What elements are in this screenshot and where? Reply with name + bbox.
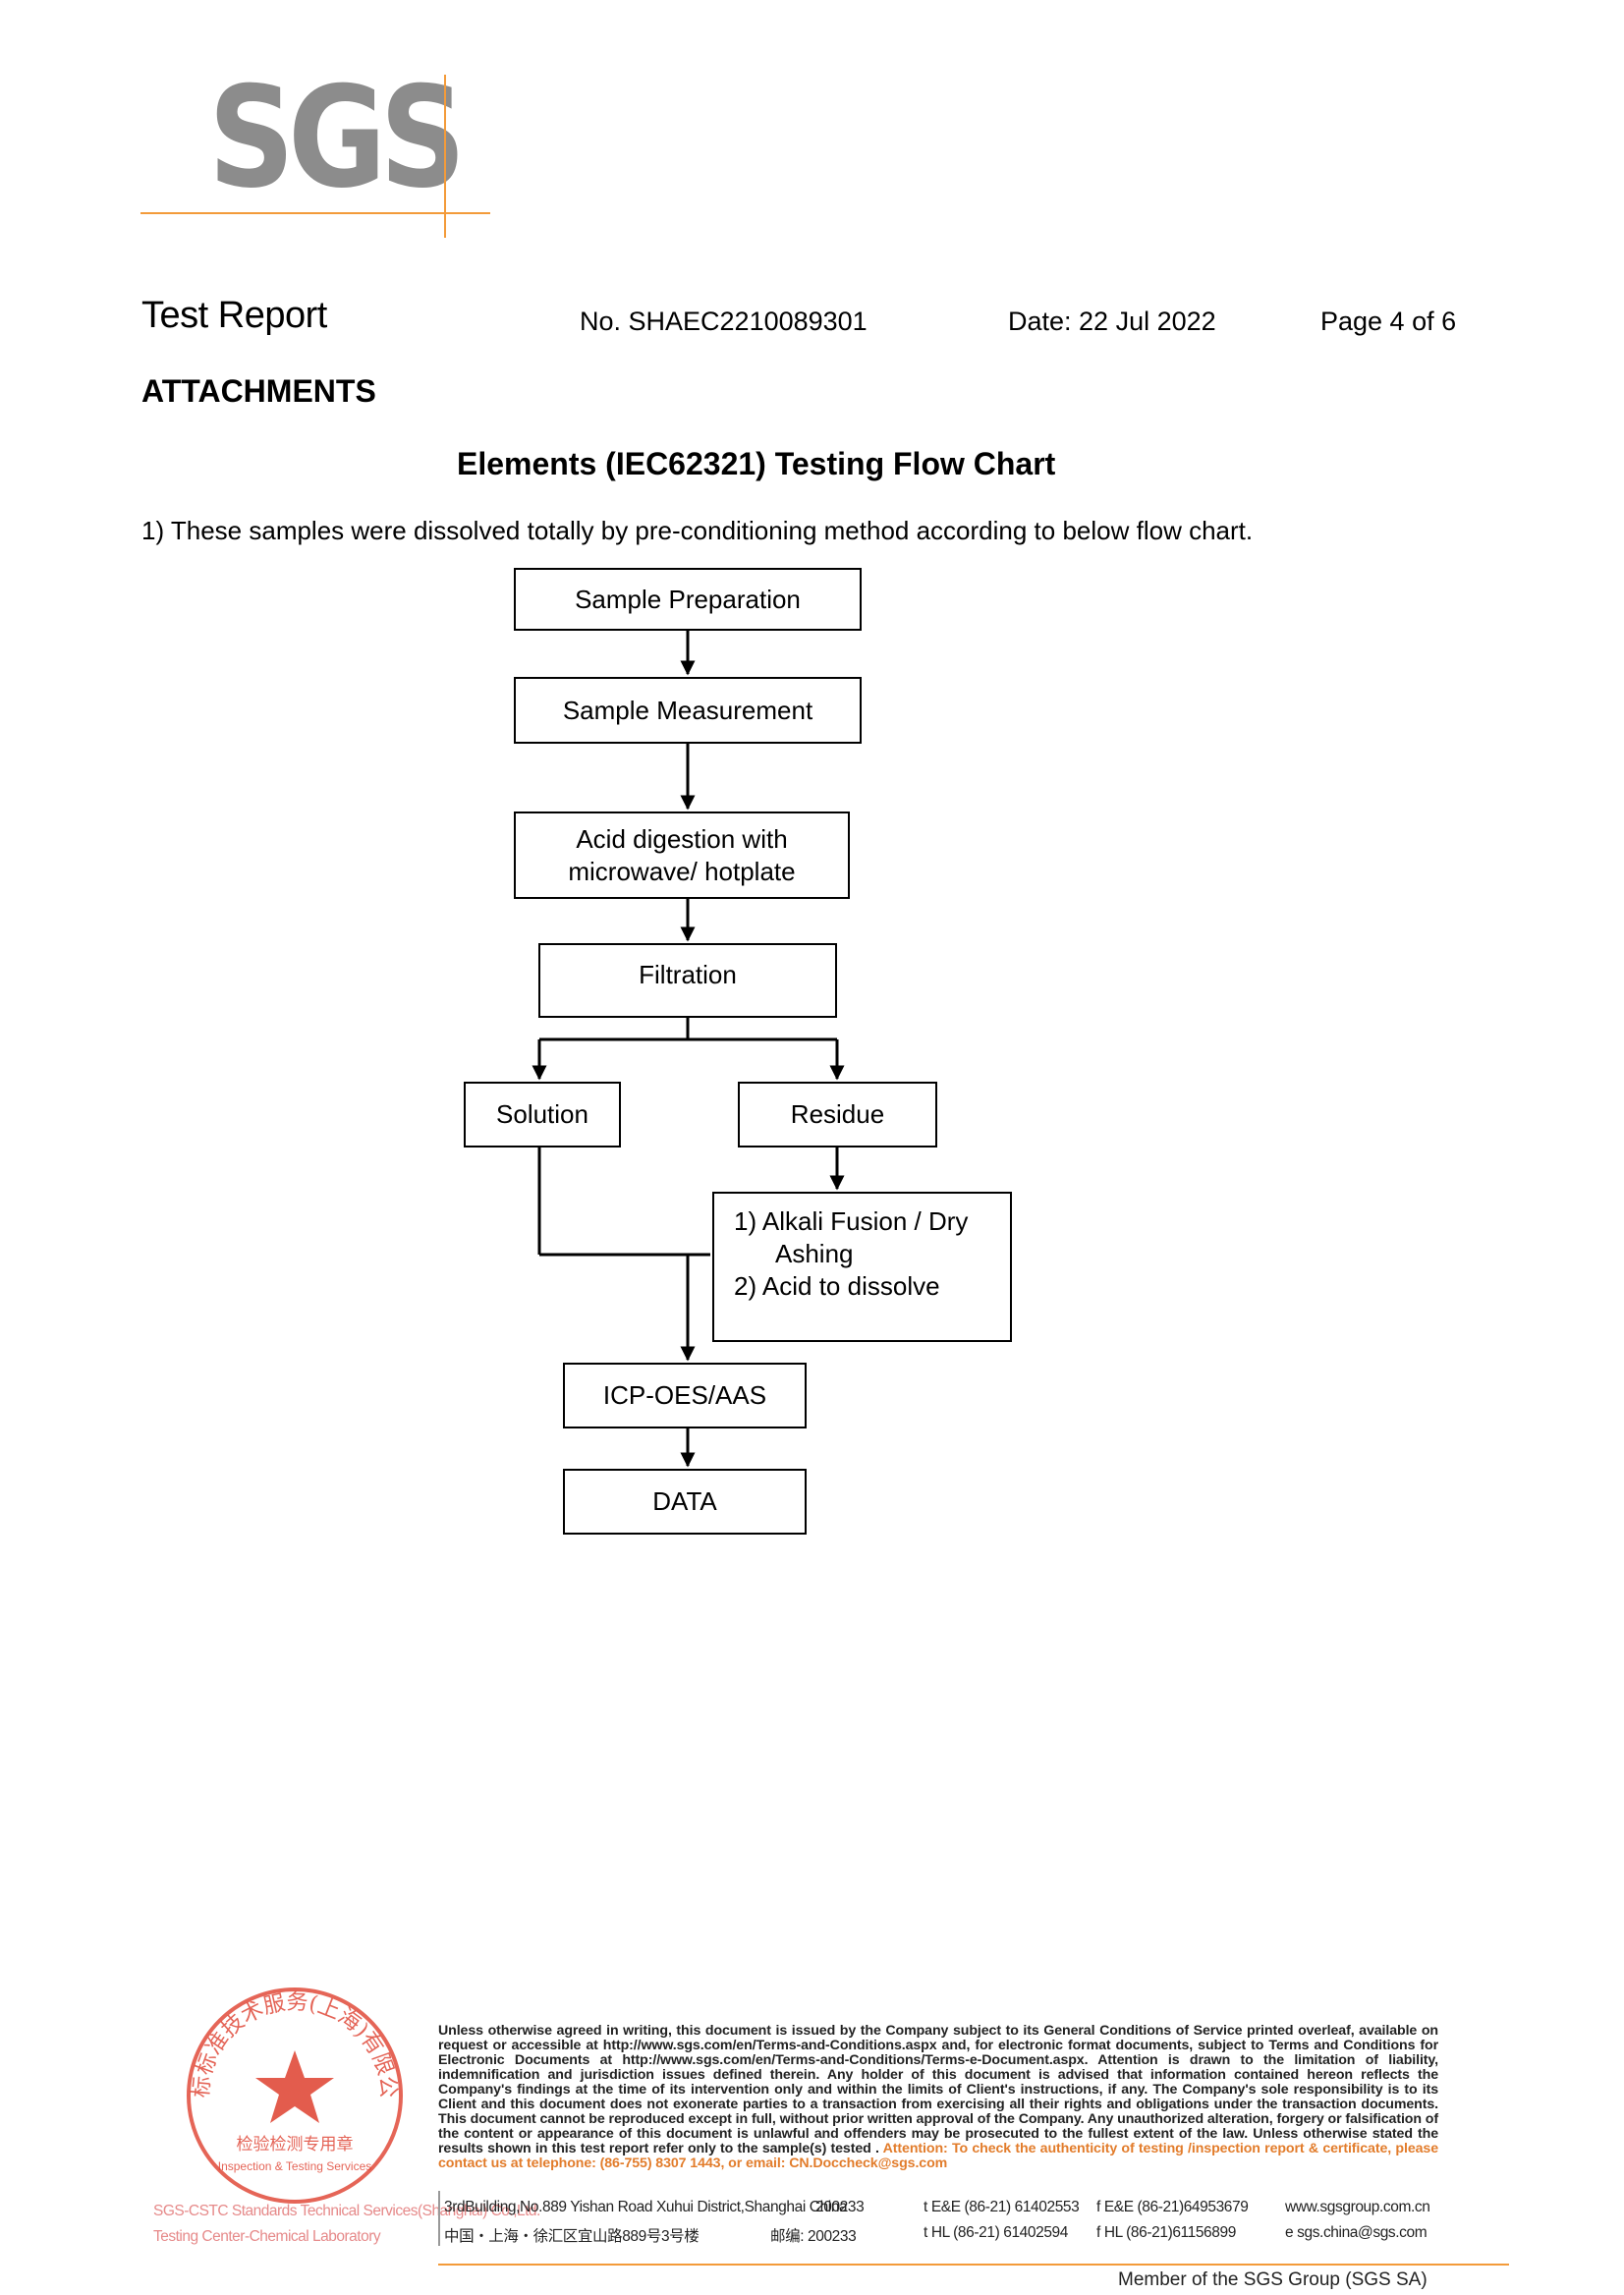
address-cn: 中国・上海・徐汇区宜山路889号3号楼 xyxy=(444,2228,700,2245)
box-filtration: Filtration xyxy=(538,943,837,1018)
box-acid-digestion-line1: Acid digestion with xyxy=(576,823,788,854)
box-residue-treatment: 1) Alkali Fusion / Dry Ashing 2) Acid to… xyxy=(712,1192,1012,1342)
tel-ee: t E&E (86-21) 61402553 xyxy=(924,2199,1080,2215)
tel-hl: t HL (86-21) 61402594 xyxy=(924,2224,1068,2241)
seal-star-icon xyxy=(255,2050,334,2123)
left-mark-company: SGS-CSTC Standards Technical Services(Sh… xyxy=(153,2203,540,2219)
page-number: Page 4 of 6 xyxy=(1320,307,1457,336)
box-data-label: DATA xyxy=(652,1486,717,1516)
box-residue: Residue xyxy=(738,1082,937,1148)
report-date: Date: 22 Jul 2022 xyxy=(1008,307,1216,336)
step1-line2: Ashing xyxy=(775,1239,854,1268)
box-filtration-label: Filtration xyxy=(639,960,737,989)
contact-divider xyxy=(438,2191,444,2246)
box-sample-measurement-label: Sample Measurement xyxy=(562,695,813,725)
postcode-en: 200233 xyxy=(815,2199,865,2215)
box-residue-label: Residue xyxy=(790,1099,885,1129)
box-icp-oes-aas: ICP-OES/AAS xyxy=(563,1363,807,1428)
postcode-cn: 邮编: 200233 xyxy=(770,2228,857,2245)
fax-hl: f HL (86-21)61156899 xyxy=(1096,2224,1236,2241)
report-number: No. SHAEC2210089301 xyxy=(580,307,868,336)
step2: 2) Acid to dissolve xyxy=(734,1271,940,1301)
logo-rule-horizontal xyxy=(140,212,490,214)
box-sample-preparation: Sample Preparation xyxy=(514,568,862,631)
seal-sub-text: Inspection & Testing Services xyxy=(218,2159,372,2173)
intro-paragraph: 1) These samples were dissolved totally … xyxy=(141,516,1254,545)
report-title: Test Report xyxy=(141,295,327,336)
box-acid-digestion-line2: microwave/ hotplate xyxy=(568,856,796,886)
legal-terms-text: Unless otherwise agreed in writing, this… xyxy=(438,2023,1438,2156)
authenticity-notice: Attention: To check the authenticity of … xyxy=(438,2141,1438,2171)
logo-rule-vertical xyxy=(444,75,446,238)
flow-chart-title: Elements (IEC62321) Testing Flow Chart xyxy=(457,446,1056,481)
footer-rule xyxy=(438,2264,1509,2266)
fax-ee: f E&E (86-21)64953679 xyxy=(1096,2199,1249,2215)
legal-disclaimer: Unless otherwise agreed in writing, this… xyxy=(438,2024,1438,2171)
left-mark-lab: Testing Center-Chemical Laboratory xyxy=(153,2228,381,2245)
sgs-logo: SGS xyxy=(208,57,466,219)
box-solution-label: Solution xyxy=(496,1099,588,1129)
box-sample-measurement: Sample Measurement xyxy=(514,677,862,744)
address-en: 3rdBuilding,No.889 Yishan Road Xuhui Dis… xyxy=(444,2199,848,2215)
seal-center-text: 检验检测专用章 xyxy=(237,2135,354,2155)
box-acid-digestion: Acid digestion with microwave/ hotplate xyxy=(514,812,850,899)
member-line: Member of the SGS Group (SGS SA) xyxy=(1118,2269,1428,2290)
section-heading: ATTACHMENTS xyxy=(141,373,376,409)
email: e sgs.china@sgs.com xyxy=(1285,2224,1428,2241)
step1-line1: 1) Alkali Fusion / Dry xyxy=(734,1206,969,1236)
box-solution: Solution xyxy=(464,1082,621,1148)
box-data: DATA xyxy=(563,1469,807,1535)
company-seal: 通标标准技术服务(上海)有限公司 检验检测专用章 Inspection & Te… xyxy=(177,1970,403,2204)
website: www.sgsgroup.com.cn xyxy=(1285,2199,1430,2215)
box-sample-preparation-label: Sample Preparation xyxy=(575,584,801,614)
box-icp-label: ICP-OES/AAS xyxy=(602,1380,767,1410)
